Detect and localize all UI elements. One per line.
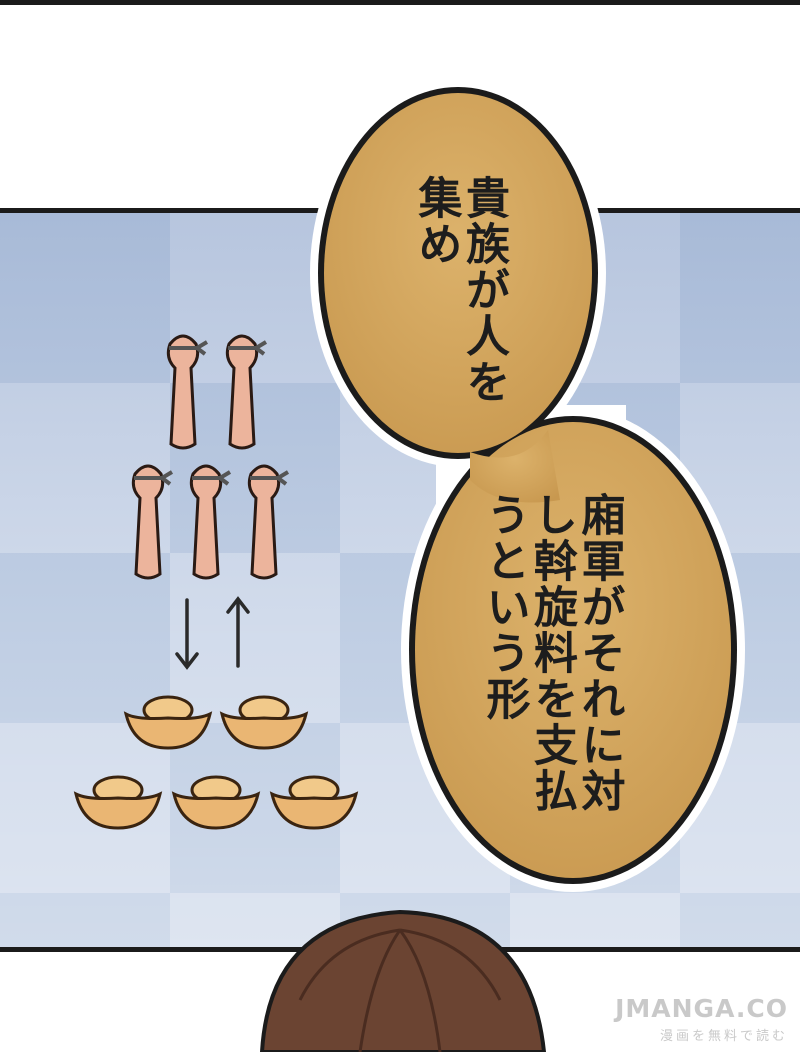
- watermark-tagline: 漫画を無料で読む: [659, 1029, 788, 1044]
- speech-text-bottom: 廂軍がそれに対し斡旋料を支払うという形: [478, 492, 625, 832]
- speech-text-bottom-content: 廂軍がそれに対し斡旋料を支払うという形: [478, 492, 625, 814]
- figure-pawn: [166, 334, 209, 450]
- ingot-group: [73, 695, 359, 830]
- gold-ingot: [73, 775, 163, 830]
- figure-pawn: [189, 464, 232, 580]
- figure-group: [131, 334, 290, 580]
- watermark-brand: JMANGA.CO: [615, 994, 788, 1023]
- arrow-down-icon: [175, 598, 199, 670]
- speech-bubble: [324, 93, 731, 878]
- figure-pawn: [131, 464, 174, 580]
- speech-text-top-content: 貴族が人を集め: [410, 175, 510, 405]
- character-hair: [259, 909, 547, 1052]
- speech-text-top: 貴族が人を集め: [410, 175, 510, 435]
- figure-pawn: [247, 464, 290, 580]
- arrow-up-icon: [226, 596, 250, 668]
- watermark: JMANGA.CO 漫画を無料で読む: [615, 996, 788, 1044]
- gold-ingot: [123, 695, 213, 750]
- gold-ingot: [269, 775, 359, 830]
- exchange-arrows: [175, 596, 250, 670]
- top-panel-border: [0, 0, 800, 5]
- gold-ingot: [219, 695, 309, 750]
- gold-ingot: [171, 775, 261, 830]
- figure-pawn: [225, 334, 268, 450]
